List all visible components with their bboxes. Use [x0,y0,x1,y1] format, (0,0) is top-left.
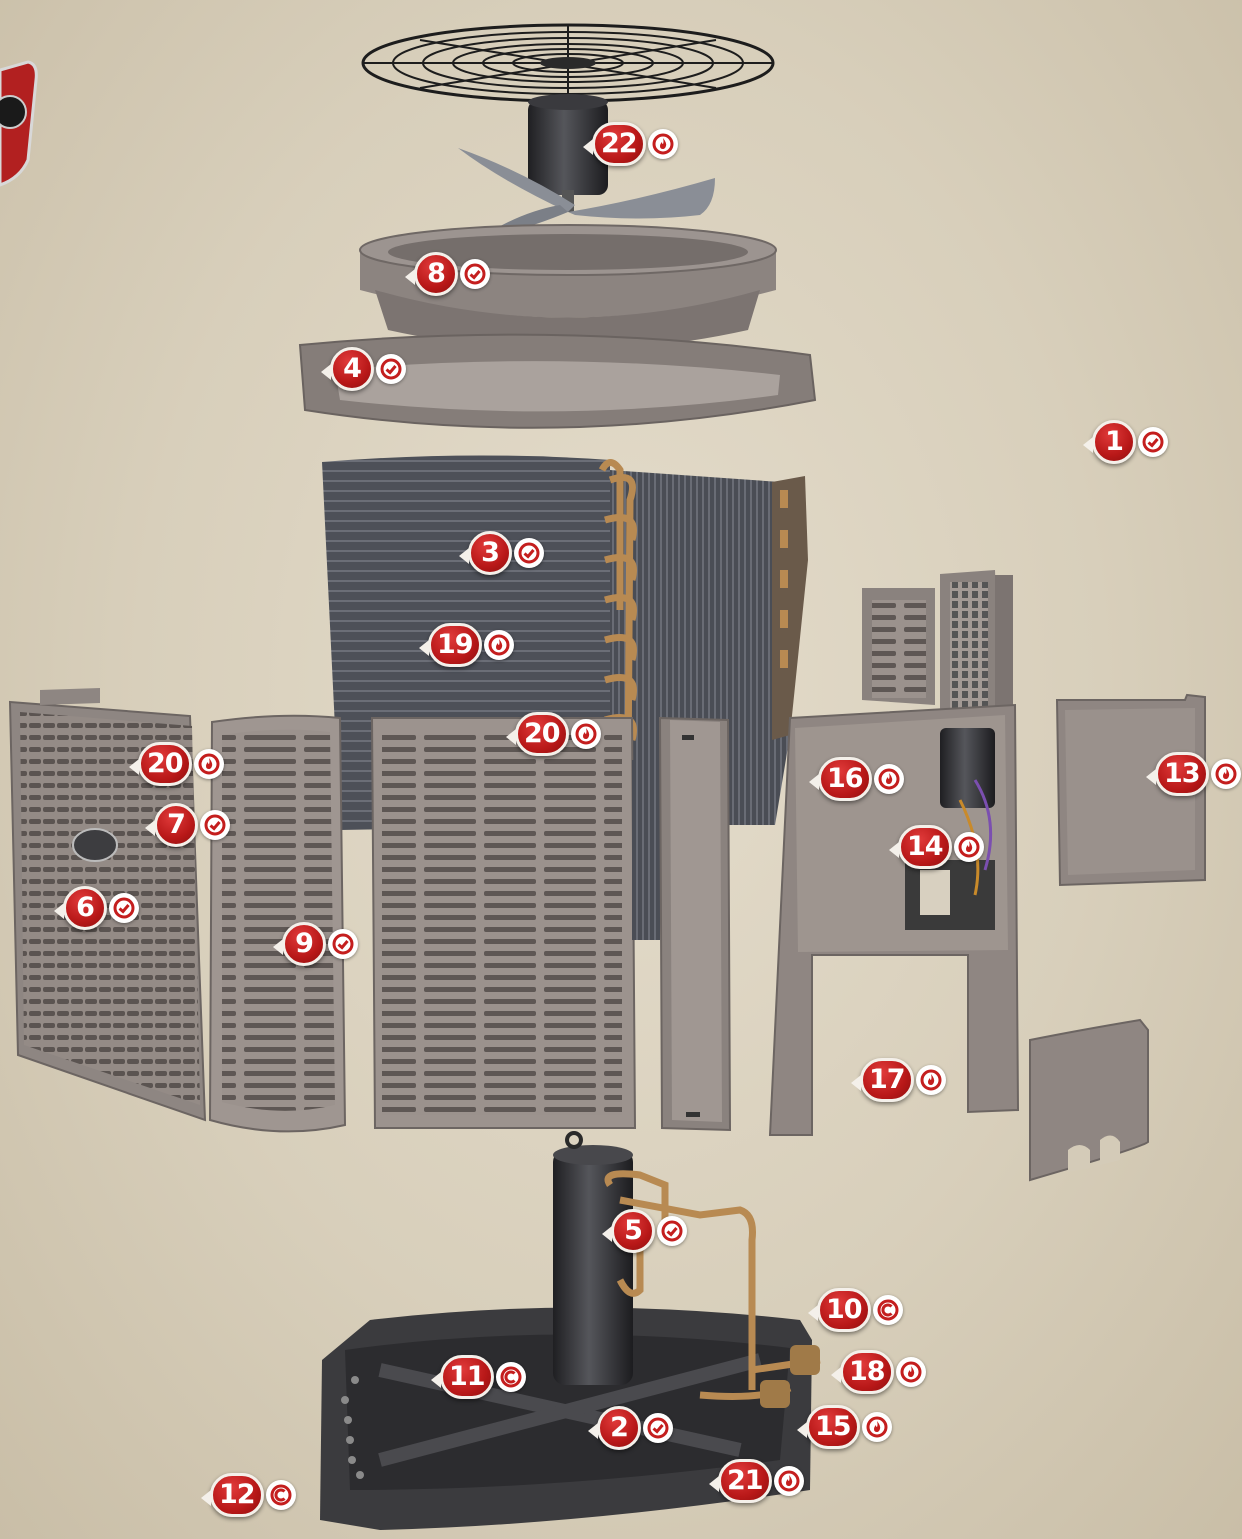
flame-icon [1211,759,1241,789]
callout-number: 2 [597,1406,641,1450]
corner-post [660,718,730,1130]
callout-number: 6 [63,886,107,930]
check-icon [328,929,358,959]
callout-number: 15 [806,1405,860,1449]
flame-icon [484,630,514,660]
flame-icon [571,719,601,749]
check-icon [514,538,544,568]
callout-number: 14 [898,825,952,869]
front-louver-panel [372,718,660,1128]
callout-number: 19 [428,623,482,667]
callout-number: 11 [440,1355,494,1399]
flame-icon [862,1412,892,1442]
callout-number: 1 [1092,420,1136,464]
check-icon [1138,427,1168,457]
flame-icon [194,749,224,779]
callout-number: 12 [210,1473,264,1517]
callout-number: 3 [468,531,512,575]
callout-number: 21 [718,1459,772,1503]
callout-number: 9 [282,922,326,966]
check-icon [109,893,139,923]
callout-number: 10 [817,1288,871,1332]
flame-icon [648,129,678,159]
callout-number: 4 [330,347,374,391]
flame-icon [954,832,984,862]
check-icon [376,354,406,384]
flame-icon [896,1357,926,1387]
callout-number: 17 [860,1058,914,1102]
louver-panel-small-left [862,588,935,705]
flame-icon [874,764,904,794]
callout-number: 18 [840,1350,894,1394]
callout-number: 20 [515,712,569,756]
brand-logo [0,62,36,185]
callout-number: 20 [138,742,192,786]
callout-number: 13 [1155,752,1209,796]
callout-number: 8 [414,252,458,296]
callout-number: 16 [818,757,872,801]
c-icon [496,1362,526,1392]
top-cover [300,335,815,428]
callout-number: 7 [154,803,198,847]
check-icon [460,259,490,289]
check-icon [200,810,230,840]
c-icon [873,1295,903,1325]
fan-guard [363,25,773,101]
c-icon [266,1480,296,1510]
check-icon [657,1216,687,1246]
curved-louver-panel [210,716,345,1132]
flame-icon [916,1065,946,1095]
check-icon [643,1413,673,1443]
service-panel [1030,1020,1148,1180]
callout-number: 5 [611,1209,655,1253]
callout-number: 22 [592,122,646,166]
flame-icon [774,1466,804,1496]
